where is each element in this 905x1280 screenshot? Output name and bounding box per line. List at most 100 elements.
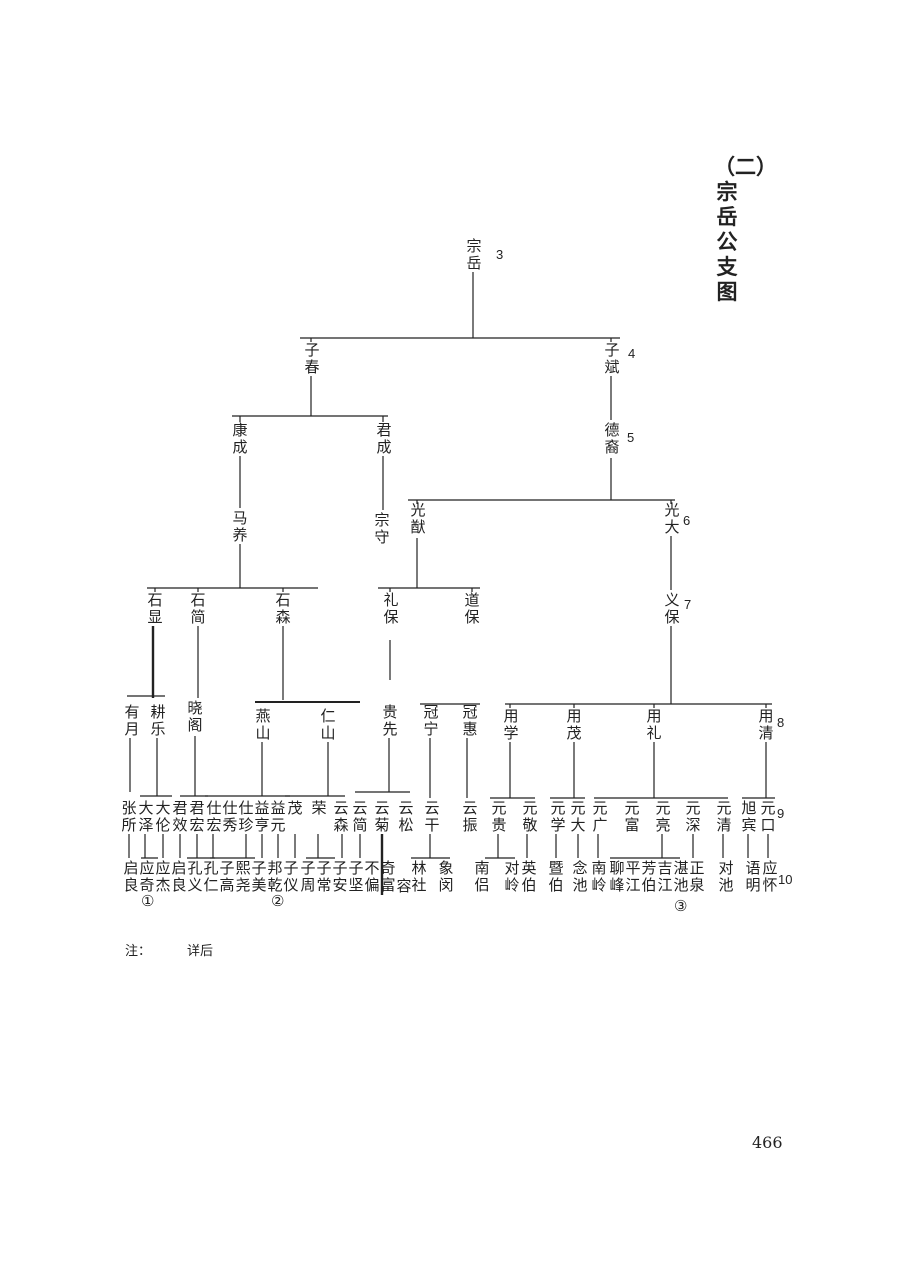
person-yuanliang: 元亮 — [655, 799, 671, 834]
person-yunju: 云菊 — [374, 799, 390, 834]
person-yiyuan: 益元 — [270, 799, 286, 834]
person-yuanxue: 元学 — [550, 799, 566, 834]
person-zibin: 子斌 — [604, 341, 620, 376]
person-gengle: 耕乐 — [150, 703, 166, 738]
person-pingjiang: 平江 — [625, 859, 641, 894]
person-yuanjing: 元敬 — [522, 799, 538, 834]
person-zizhou: 子周 — [300, 859, 316, 894]
person-deyi: 德裔 — [604, 421, 620, 456]
person-shijian: 石简 — [190, 591, 206, 626]
person-duichi: 对池 — [718, 859, 734, 894]
person-nanling: 南岭 — [591, 859, 607, 894]
person-shihong: 仕宏 — [206, 799, 222, 834]
person-junxiao: 君效 — [172, 799, 188, 834]
person-guixian: 贵先 — [382, 703, 398, 738]
note-label: 注： — [125, 944, 152, 959]
person-shizhen: 仕珍 — [238, 799, 254, 834]
person-jijiang: 吉江 — [657, 859, 673, 894]
person-fangbo: 芳伯 — [641, 859, 657, 894]
circled-marker-3: ③ — [674, 897, 688, 915]
person-yingbo: 英伯 — [521, 859, 537, 894]
person-yunsong: 云松 — [398, 799, 414, 834]
person-zhanchi: 湛池 — [673, 859, 689, 894]
generation-5: 5 — [627, 430, 635, 445]
person-qiliang-2: 启良 — [171, 859, 187, 894]
person-rong-2: 容 — [396, 877, 412, 895]
person-yuanguang: 元广 — [592, 799, 608, 834]
person-xiaoge: 晓阁 — [187, 699, 203, 734]
person-zhangsuo: 张所 — [121, 799, 137, 834]
person-guangyou: 光猷 — [410, 501, 426, 536]
person-nanlv: 南侣 — [474, 859, 490, 894]
person-yunsen: 云森 — [333, 799, 349, 834]
page-title: （二）宗岳公支图 — [714, 155, 777, 304]
person-zijian: 子坚 — [348, 859, 364, 894]
person-bupian: 不偏 — [364, 859, 380, 894]
person-yuanshen: 元深 — [685, 799, 701, 834]
person-renshan: 仁山 — [320, 707, 336, 742]
person-nianchi: 念池 — [572, 859, 588, 894]
person-kongyi: 孔义 — [187, 859, 203, 894]
person-guangda: 光大 — [664, 501, 680, 536]
person-zongyue: 宗岳 — [466, 237, 482, 272]
person-guanhui: 冠惠 — [462, 703, 478, 738]
person-qiliang: 启良 — [123, 859, 139, 894]
generation-8: 8 — [777, 715, 785, 730]
person-junhong: 君宏 — [189, 799, 205, 834]
person-zhengquan: 正泉 — [689, 859, 705, 894]
person-yunjian: 云简 — [352, 799, 368, 834]
circled-marker-1: ① — [141, 892, 155, 910]
person-zimei: 子美 — [251, 859, 267, 894]
person-yongqing: 用清 — [758, 707, 774, 742]
person-xubin: 旭宾 — [741, 799, 757, 834]
generation-4: 4 — [628, 346, 636, 361]
person-kongren: 孔仁 — [203, 859, 219, 894]
person-zigao: 子高 — [219, 859, 235, 894]
person-yingjie: 应杰 — [155, 859, 171, 894]
person-ziyi: 子仪 — [283, 859, 299, 894]
person-yunzhen: 云振 — [462, 799, 478, 834]
person-zongshou: 宗守 — [374, 511, 390, 546]
person-yuanda: 元大 — [570, 799, 586, 834]
person-daobao: 道保 — [464, 591, 480, 626]
person-yingqi: 应奇 — [139, 859, 155, 894]
person-yinghuai: 应怀 — [762, 859, 778, 894]
person-libao: 礼保 — [383, 591, 399, 626]
person-dalun: 大伦 — [155, 799, 171, 834]
generation-6: 6 — [683, 513, 691, 528]
person-yiheng: 益亨 — [254, 799, 270, 834]
person-jibo: 暨伯 — [548, 859, 564, 894]
person-duiling: 对岭 — [504, 859, 520, 894]
page-number: 466 — [752, 1133, 783, 1152]
person-yongmao: 用茂 — [566, 707, 582, 742]
person-yuanfu: 元富 — [624, 799, 640, 834]
person-linshe: 林社 — [411, 859, 427, 894]
person-guanning: 冠宁 — [423, 703, 439, 738]
person-xiangmin: 象闵 — [438, 859, 454, 894]
person-xiyao: 熙尧 — [235, 859, 251, 894]
person-juncheng: 君成 — [376, 421, 392, 456]
person-zian: 子安 — [332, 859, 348, 894]
person-yuming: 语明 — [745, 859, 761, 894]
person-shixiu: 仕秀 — [222, 799, 238, 834]
person-shisen: 石森 — [275, 591, 291, 626]
note-text: 详后 — [187, 944, 214, 959]
person-shixian: 石显 — [147, 591, 163, 626]
person-yongli: 用礼 — [646, 707, 662, 742]
person-yongxue: 用学 — [503, 707, 519, 742]
person-daze: 大泽 — [138, 799, 154, 834]
person-yungan: 云干 — [424, 799, 440, 834]
person-youyue: 有月 — [124, 703, 140, 738]
person-yuankou: 元口 — [760, 799, 776, 834]
generation-10: 10 — [778, 872, 793, 887]
person-zichun: 子春 — [304, 341, 320, 376]
person-mao: 茂 — [287, 799, 303, 817]
person-yanshan: 燕山 — [255, 707, 271, 742]
person-yibao: 义保 — [664, 591, 680, 626]
person-kangcheng: 康成 — [232, 421, 248, 456]
generation-9: 9 — [777, 806, 785, 821]
circled-marker-2: ② — [271, 892, 285, 910]
generation-3: 3 — [496, 247, 504, 262]
